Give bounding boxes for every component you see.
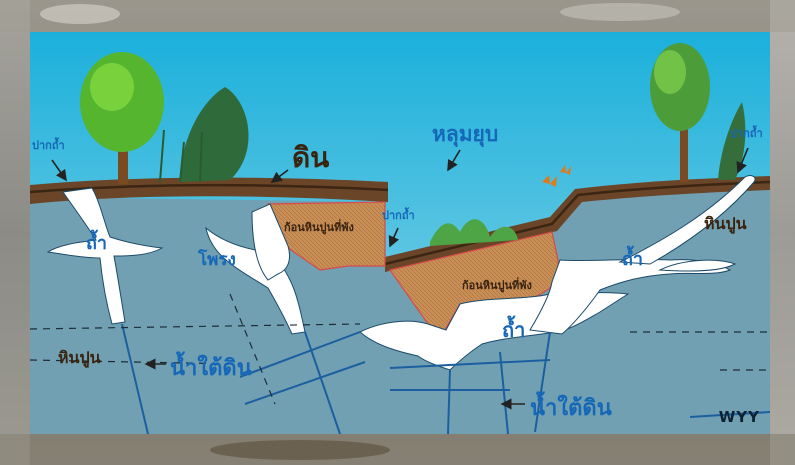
label-hollow: โพรง — [198, 246, 236, 273]
label-cave-center: ถ้ำ — [502, 314, 525, 346]
label-swallow-hole-center: ปากถ้ำ — [382, 206, 415, 224]
label-cave-right: ถ้ำ — [622, 244, 643, 273]
label-collapsed-block-center: ก้อนหินปูนที่พัง — [462, 276, 532, 294]
label-limestone-right: หินปูน — [704, 212, 747, 237]
label-groundwater-bottom: น้ำใต้ดิน — [530, 390, 612, 425]
karst-diagram: ปากถ้ำ ดิน หลุมยุบ ปากถ้ำ ปากถ้ำ ถ้ำ โพร… — [30, 32, 770, 434]
label-cave-left: ถ้ำ — [86, 228, 107, 257]
label-swallow-hole-left: ปากถ้ำ — [32, 136, 65, 154]
label-soil: ดิน — [292, 136, 329, 180]
label-swallow-hole-right: ปากถ้ำ — [730, 124, 763, 142]
label-collapsed-block-left: ก้อนหินปูนที่พัง — [284, 218, 354, 236]
label-groundwater-left: น้ำใต้ดิน — [170, 350, 252, 385]
watermark-logo: WYY — [719, 408, 760, 426]
label-sinkhole: หลุมยุบ — [432, 118, 498, 151]
label-limestone-left: หินปูน — [58, 346, 101, 371]
